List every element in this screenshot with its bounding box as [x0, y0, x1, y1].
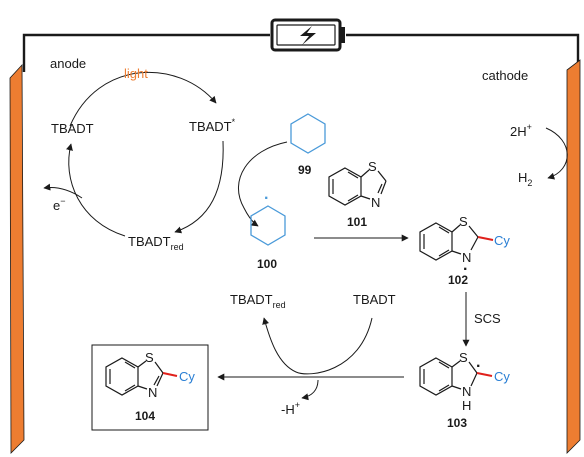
hat-arrow	[238, 141, 288, 227]
minus-h-label: -H+	[281, 400, 300, 417]
excitation-arrow	[69, 71, 217, 127]
compound-99-label: 99	[298, 163, 312, 177]
atom-n-102: N	[462, 250, 471, 265]
anode-label: anode	[50, 56, 86, 71]
product-104-structure: S N Cy	[105, 350, 195, 400]
tbadt-red-bottom-label: TBADTred	[230, 292, 286, 310]
intermediate-103-structure: S N H · Cy	[419, 350, 510, 413]
quench-arrow	[174, 140, 224, 234]
circuit-wire-left	[22, 33, 270, 72]
hydrogen-evolution-arrow	[545, 127, 568, 180]
anode-electrode	[9, 63, 25, 454]
compound-103-label: 103	[447, 416, 467, 430]
radical-dot-100: ·	[264, 190, 269, 207]
cyclohexane-99-structure	[290, 113, 326, 154]
cyclohexyl-radical-100-structure	[250, 205, 286, 246]
battery-bolt-icon	[270, 18, 345, 52]
atom-s-102: S	[459, 214, 468, 229]
atom-s-104: S	[145, 350, 154, 365]
atom-h-103: H	[462, 398, 471, 413]
cathode-electrode	[566, 59, 581, 454]
adduct-102-structure: S N · Cy	[419, 214, 510, 278]
atom-n-104: N	[148, 385, 157, 400]
tbadt-bottom-label: TBADT	[353, 292, 396, 307]
product-box	[91, 344, 209, 431]
reoxidation-arrow	[66, 143, 126, 237]
compound-101-label: 101	[347, 215, 367, 229]
compound-104-label: 104	[135, 409, 155, 423]
tbadt-reduced-label: TBADTred	[128, 234, 184, 252]
radical-dot-103: ·	[476, 358, 481, 375]
cathode-label: cathode	[482, 68, 528, 83]
circuit-wire-right	[346, 33, 580, 72]
atom-s-103: S	[459, 350, 468, 365]
electron-arrow	[43, 183, 83, 199]
tbadt-regeneration-arrow	[262, 317, 373, 375]
cy-label-104: Cy	[179, 369, 195, 384]
compound-102-label: 102	[448, 273, 468, 287]
atom-n-101: N	[371, 195, 380, 210]
deprotonation-arrow	[301, 379, 319, 401]
compound-100-label: 100	[257, 257, 277, 271]
electron-label: e−	[53, 196, 66, 213]
atom-s-101: S	[368, 159, 377, 174]
cy-label-103: Cy	[494, 369, 510, 384]
tbadt-label-left: TBADT	[51, 121, 94, 136]
radical-dot-102: ·	[463, 261, 468, 278]
cy-label-102: Cy	[494, 233, 510, 248]
hydrogen-label: H2	[518, 170, 532, 188]
scs-label: SCS	[474, 311, 501, 326]
light-label: light	[124, 66, 148, 81]
atom-n-103: N	[462, 384, 471, 399]
tbadt-excited-label: TBADT*	[189, 117, 236, 134]
benzothiazole-101-structure: S N	[328, 159, 387, 210]
proton-label: 2H+	[510, 122, 532, 139]
